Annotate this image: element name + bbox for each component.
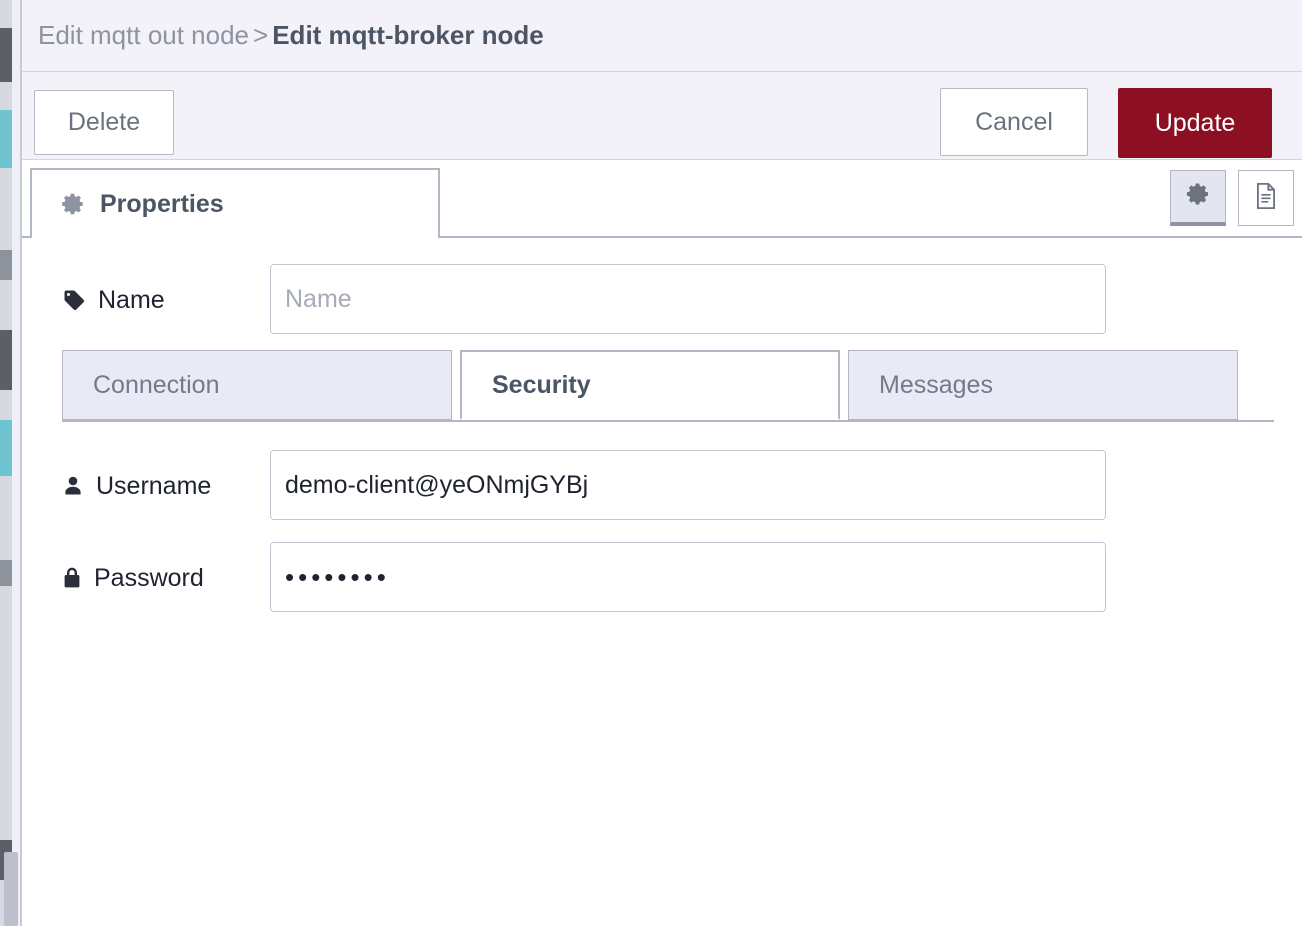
description-icon (1252, 181, 1280, 216)
breadcrumb-parent[interactable]: Edit mqtt out node (38, 20, 250, 50)
edit-node-dialog: Edit mqtt out node>Edit mqtt-broker node… (20, 0, 1302, 926)
gear-icon (1184, 180, 1212, 213)
tab-properties-label: Properties (100, 189, 224, 218)
security-subtab-bar: Connection Security Messages (22, 350, 1302, 422)
tabbar-underline (22, 236, 1302, 238)
name-row: Name (22, 264, 1302, 334)
dialog-header: Edit mqtt out node>Edit mqtt-broker node (22, 0, 1302, 72)
workspace-background-strip (0, 0, 20, 926)
subtab-security[interactable]: Security (460, 350, 840, 420)
password-input[interactable] (270, 542, 1106, 612)
tab-properties[interactable]: Properties (30, 168, 440, 238)
password-label-text: Password (94, 563, 204, 592)
password-label: Password (62, 556, 204, 600)
username-label: Username (62, 464, 211, 508)
tag-icon (62, 288, 86, 312)
cancel-button[interactable]: Cancel (940, 88, 1088, 156)
dialog-tabbar: Properties (22, 160, 1302, 238)
update-button[interactable]: Update (1118, 88, 1272, 158)
breadcrumb-current: Edit mqtt-broker node (272, 20, 544, 50)
workspace-gap (12, 0, 20, 926)
lock-icon (62, 566, 82, 590)
username-label-text: Username (96, 471, 212, 500)
name-label: Name (62, 278, 165, 322)
breadcrumb-separator: > (253, 20, 269, 50)
settings-icon-button[interactable] (1170, 170, 1226, 226)
name-label-text: Name (98, 285, 165, 314)
gear-icon (60, 191, 86, 217)
username-row: Username (22, 450, 1302, 520)
subtab-connection[interactable]: Connection (62, 350, 452, 420)
description-icon-button[interactable] (1238, 170, 1294, 226)
breadcrumb: Edit mqtt out node>Edit mqtt-broker node (38, 20, 544, 51)
user-icon (62, 474, 84, 498)
password-row: Password (22, 542, 1302, 612)
delete-button[interactable]: Delete (34, 90, 174, 155)
subtabs-underline (62, 420, 1274, 422)
subtab-messages[interactable]: Messages (848, 350, 1238, 420)
properties-form: Name Connection Security Messages Userna… (22, 238, 1302, 926)
username-input[interactable] (270, 450, 1106, 520)
workspace-scrollbar[interactable] (4, 852, 18, 926)
dialog-toolbar: Delete Cancel Update (22, 72, 1302, 160)
name-input[interactable] (270, 264, 1106, 334)
